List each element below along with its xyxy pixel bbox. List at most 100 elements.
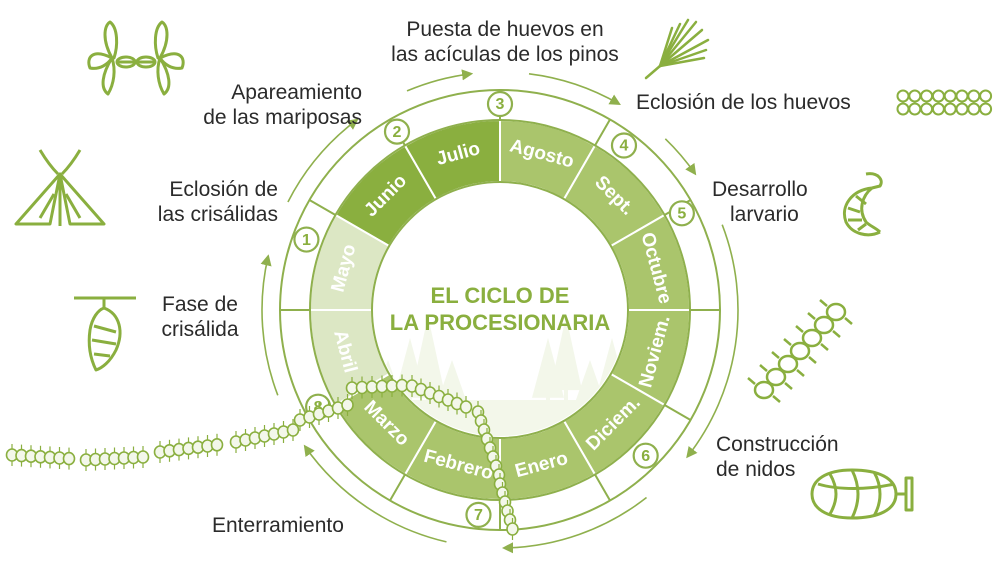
stage-3-label-line-2: las acículas de los pinos xyxy=(391,43,619,66)
stage-marker-2 xyxy=(383,118,411,145)
stage-5-label: Desarrollo larvario xyxy=(712,177,842,227)
big-caterpillar-hair-a-1 xyxy=(819,299,828,307)
stage-6-label-line-1: Construcción xyxy=(716,433,839,456)
stage-1-label-line-1: Eclosión de xyxy=(169,178,278,201)
stage-number-5: 5 xyxy=(677,206,686,223)
stage-number-3: 3 xyxy=(496,96,505,113)
stage-marker-1 xyxy=(293,226,320,253)
egg-12 xyxy=(931,102,945,116)
stage-7-label-line-1: Enterramiento xyxy=(212,514,344,537)
big-caterpillar-hair-b-3 xyxy=(820,343,829,351)
egg-14 xyxy=(955,102,969,116)
tree-6 xyxy=(550,316,582,391)
stage-marker-7 xyxy=(465,501,492,528)
caterpillar-9 xyxy=(493,473,519,540)
egg-6 xyxy=(955,89,969,103)
ring-divider-10 xyxy=(389,474,406,502)
big-caterpillar-segment-6 xyxy=(765,367,787,387)
caterpillar-6 xyxy=(345,374,409,399)
stage-2-label: Apareamiento de las mariposas xyxy=(140,80,362,130)
ring-divider-4 xyxy=(594,118,611,146)
cycle-arrow-6 xyxy=(501,496,648,554)
caterpillar-5-segment-6 xyxy=(341,398,354,412)
caterpillar-9-segment-6 xyxy=(506,522,519,536)
big-caterpillar-hair-a-3 xyxy=(795,325,804,333)
caterpillar-1 xyxy=(5,444,76,470)
caterpillar-7 xyxy=(405,375,473,418)
egg-11 xyxy=(920,102,934,116)
big-caterpillar-segment-1 xyxy=(825,302,847,322)
stage-1-label: Eclosión de las crisálidas xyxy=(100,177,278,227)
egg-16 xyxy=(979,102,993,116)
ring-divider-8 xyxy=(594,474,611,502)
stage-4-label-line-1: Eclosión de los huevos xyxy=(636,91,851,114)
stage-8-label: Fase de crisálida xyxy=(140,292,260,342)
stage-7-label: Enterramiento xyxy=(212,513,382,538)
big-caterpillar-segment-5 xyxy=(777,354,799,374)
ring-divider-1 xyxy=(308,199,336,216)
cycle-arrow-8 xyxy=(260,254,279,396)
stage-5-label-line-1: Desarrollo xyxy=(712,178,808,201)
stage-number-6: 6 xyxy=(641,448,650,465)
egg-5 xyxy=(943,89,957,103)
center-title-line-2: LA PROCESIONARIA xyxy=(390,310,611,335)
caterpillar-4 xyxy=(229,419,300,453)
big-caterpillar-hair-a-7 xyxy=(747,377,756,385)
stage-number-7: 7 xyxy=(474,507,483,524)
chrysalis-icon xyxy=(74,296,136,372)
center-title-line-1: EL CICLO DE xyxy=(431,283,570,308)
procession-caterpillars-icon xyxy=(5,374,519,540)
stage-6-label-line-2: de nidos xyxy=(716,458,796,481)
big-caterpillar-hair-b-1 xyxy=(844,317,853,325)
stage-3-label-line-1: Puesta de huevos en xyxy=(406,18,604,41)
nest-icon xyxy=(810,468,914,520)
big-caterpillar-segment-2 xyxy=(813,315,835,335)
tree-trunk-3 xyxy=(426,384,430,430)
egg-2 xyxy=(908,89,922,103)
big-caterpillar-hair-a-4 xyxy=(783,338,792,346)
tree-5 xyxy=(532,338,564,398)
caterpillar-3-segment-7 xyxy=(210,437,224,452)
tree-3 xyxy=(412,316,444,391)
pine-needles-icon xyxy=(644,18,710,80)
caterpillar-3 xyxy=(153,433,224,463)
eggs-icon xyxy=(896,89,993,116)
big-caterpillar-segment-7 xyxy=(753,380,775,400)
stage-1-label-line-2: las crisálidas xyxy=(157,203,278,226)
stage-number-4: 4 xyxy=(620,138,629,155)
tree-trunk-4 xyxy=(450,402,454,430)
stage-number-2: 2 xyxy=(393,124,402,141)
big-caterpillar-hair-b-4 xyxy=(808,356,817,364)
stage-marker-5 xyxy=(668,200,695,227)
big-caterpillar-hair-b-2 xyxy=(832,330,841,338)
stage-6-label: Construcción de nidos xyxy=(716,432,876,482)
big-caterpillar-segment-4 xyxy=(789,341,811,361)
egg-8 xyxy=(979,89,993,103)
tree-trunk-6 xyxy=(564,384,568,430)
stage-8-label-line-1: Fase de xyxy=(162,293,238,316)
caterpillar-1-segment-7 xyxy=(62,451,76,466)
big-caterpillar-hair-b-6 xyxy=(784,382,793,390)
tree-trunk-5 xyxy=(546,393,550,430)
egg-13 xyxy=(943,102,957,116)
cycle-arrow-7 xyxy=(303,444,447,543)
caterpillar-8 xyxy=(471,401,506,486)
ring-divider-7 xyxy=(664,404,692,421)
cycle-arrow-4 xyxy=(664,138,697,176)
moth-icon xyxy=(14,149,106,226)
egg-4 xyxy=(931,89,945,103)
big-caterpillar-hair-b-5 xyxy=(796,369,805,377)
big-caterpillar-hair-a-2 xyxy=(807,312,816,320)
egg-7 xyxy=(967,89,981,103)
caterpillar-2 xyxy=(79,446,150,471)
cycle-arrows xyxy=(260,69,739,554)
stage-marker-6 xyxy=(632,442,659,469)
egg-15 xyxy=(967,102,981,116)
stage-5-label-line-2: larvario xyxy=(730,203,799,226)
big-caterpillar-hair-a-6 xyxy=(759,364,768,372)
stage-8-label-line-2: crisálida xyxy=(161,318,239,341)
egg-10 xyxy=(908,102,922,116)
egg-1 xyxy=(896,89,910,103)
caterpillar-5 xyxy=(293,394,354,431)
